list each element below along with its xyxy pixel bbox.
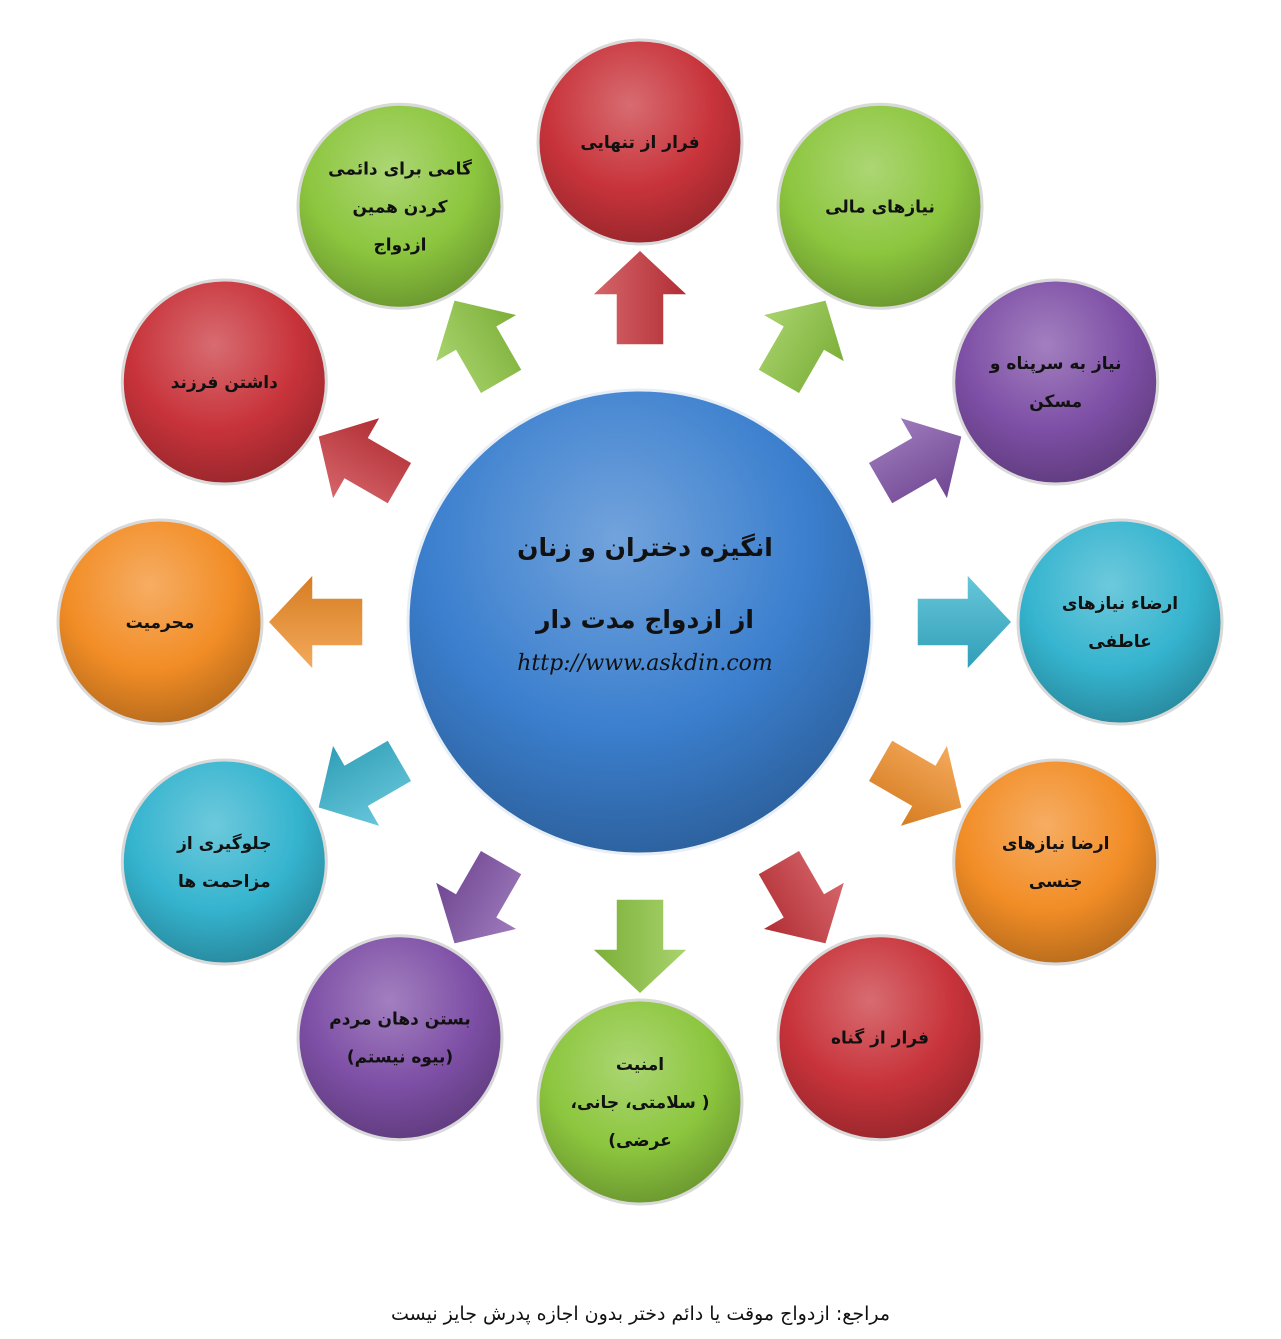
node-label-line: ازدواج xyxy=(374,235,427,255)
node-label-line: محرمیت xyxy=(126,613,195,633)
arrow-silence-people xyxy=(433,848,524,946)
node-circle xyxy=(120,278,328,486)
node-security: امنیت ( سلامتی، جانی، عرضی) xyxy=(536,998,744,1206)
node-label-line: امنیت xyxy=(616,1055,664,1075)
arrow-sexual-needs xyxy=(866,738,964,829)
center-title-line1: انگیزه دختران و زنان xyxy=(517,533,773,563)
node-label-line: جنسی xyxy=(1029,872,1083,892)
node-circle xyxy=(536,998,744,1206)
node-label-line: عاطفی xyxy=(1088,632,1151,652)
arrow-security xyxy=(590,898,690,996)
node-escape-loneliness: فرار از تنهایی xyxy=(536,38,744,246)
node-circle xyxy=(1016,518,1224,726)
node-label-line: نیازهای مالی xyxy=(825,197,935,217)
center-node: انگیزه دختران و زنان از ازدواج مدت دار h… xyxy=(406,388,874,856)
arrow-permanent-step xyxy=(433,298,524,396)
node-circle xyxy=(776,102,984,310)
node-sexual-needs: ارضا نیازهای جنسی xyxy=(952,758,1160,966)
center-circle xyxy=(406,388,874,856)
node-circle xyxy=(536,38,744,246)
node-label-line: جلوگیری از xyxy=(176,833,271,854)
arrow-financial-needs xyxy=(756,298,847,396)
arrow-emotional-needs xyxy=(916,572,1014,672)
node-label-line: ( سلامتی، جانی، xyxy=(570,1093,709,1113)
center-title-line2: از ازدواج مدت دار xyxy=(534,605,754,635)
node-label-line: (بیوه نیستم) xyxy=(347,1048,453,1068)
arrow-prevent-harassment xyxy=(316,738,414,829)
node-circle xyxy=(776,934,984,1142)
node-label-line: مسکن xyxy=(1029,392,1082,412)
node-circle xyxy=(296,102,504,310)
node-circle xyxy=(120,758,328,966)
node-escape-sin: فرار از گناه xyxy=(776,934,984,1142)
arrow-have-child xyxy=(316,415,414,506)
node-label-line: عرضی) xyxy=(608,1131,672,1151)
arrow-mahramiat xyxy=(266,572,364,672)
node-label-line: فرار از تنهایی xyxy=(580,133,699,153)
arrow-escape-sin xyxy=(756,848,847,946)
nodes-group: فرار از تنهایی نیازهای مالی نیاز به سرپناه… xyxy=(56,38,1224,1206)
node-label-line: داشتن فرزند xyxy=(171,373,278,393)
center-url: http://www.askdin.com xyxy=(517,651,773,676)
node-silence-people: بستن دهان مردم (بیوه نیستم) xyxy=(296,934,504,1142)
node-circle xyxy=(296,934,504,1142)
arrow-shelter xyxy=(866,415,964,506)
node-shelter: نیاز به سرپناه و مسکن xyxy=(952,278,1160,486)
node-label-line: مزاحمت ها xyxy=(178,872,271,892)
arrows-group xyxy=(266,248,1014,996)
node-have-child: داشتن فرزند xyxy=(120,278,328,486)
node-label-line: بستن دهان مردم xyxy=(329,1010,470,1030)
node-emotional-needs: ارضاء نیازهای عاطفی xyxy=(1016,518,1224,726)
node-circle xyxy=(952,758,1160,966)
node-permanent-step: گامی برای دائمی کردن همین ازدواج xyxy=(296,102,504,310)
node-circle xyxy=(56,518,264,726)
node-label-line: ارضا نیازهای xyxy=(1002,834,1110,854)
arrow-escape-loneliness xyxy=(590,248,690,346)
node-prevent-harassment: جلوگیری از مزاحمت ها xyxy=(120,758,328,966)
caption: مراجع: ازدواج موقت یا دائم دختر بدون اجا… xyxy=(390,1303,891,1325)
node-label-line: گامی برای دائمی xyxy=(328,158,472,179)
node-financial-needs: نیازهای مالی xyxy=(776,102,984,310)
node-label-line: فرار از گناه xyxy=(831,1028,929,1049)
node-label-line: کردن همین xyxy=(352,197,447,217)
node-label-line: ارضاء نیازهای xyxy=(1062,594,1178,614)
node-label-line: نیاز به سرپناه و xyxy=(989,354,1122,374)
node-circle xyxy=(952,278,1160,486)
node-mahramiat: محرمیت xyxy=(56,518,264,726)
motivation-diagram: فرار از تنهایی نیازهای مالی نیاز به سرپناه… xyxy=(56,38,1224,1206)
